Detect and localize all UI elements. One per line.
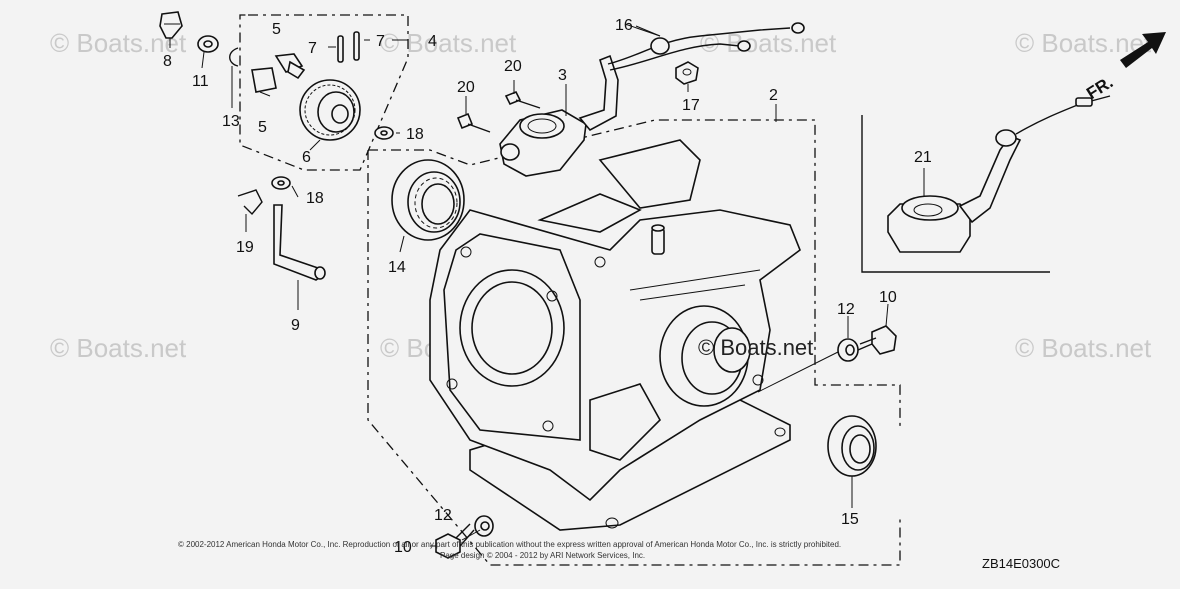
part-8-cap [159,11,183,48]
part-10-bolt-right [857,325,897,355]
part-11-washer [197,35,219,69]
part-9-breather-tube [273,204,326,310]
callout-10: 10 [394,539,412,556]
watermark: © Boats.net [700,28,837,58]
watermark: © Boats.net [380,28,517,58]
part-16-wires [607,22,805,71]
callout-20: 20 [504,58,522,75]
callout-numbers: 8 11 13 5 5 6 7 7 4 18 18 19 9 14 16 20 … [163,17,932,556]
callout-16: 16 [615,17,633,34]
part-15-oil-seal [827,415,877,508]
callout-19: 19 [236,239,254,256]
callout-21: 21 [914,149,932,166]
part-21-oil-level-sensor [887,95,1111,253]
watermark: © Boats.net [1015,333,1152,363]
part-5-weights [251,53,306,97]
callout-10: 10 [879,289,897,306]
watermark: © Boats.net [50,333,187,363]
part-14-bearing [391,159,465,253]
governor-group-outline [239,14,409,171]
callout-6: 6 [302,149,311,166]
part-2-crankcase [429,112,801,531]
callout-7: 7 [308,40,317,57]
part-17-nut [675,61,699,85]
part-10-bolt-bottom [435,523,475,559]
callout-12: 12 [434,507,452,524]
callout-2: 2 [769,87,778,104]
callout-8: 8 [163,53,172,70]
diagram-code: ZB14E0300C [982,556,1060,571]
callout-18: 18 [406,126,424,143]
part-20-bolts [456,90,541,133]
part-12-washer-right [837,338,859,362]
center-watermark: © Boats.net [698,335,813,360]
callout-9: 9 [291,317,300,334]
callout-11: 11 [192,73,209,90]
callout-17: 17 [682,97,700,114]
watermark: © Boats.net [1015,28,1152,58]
copyright-line-1: © 2002-2012 American Honda Motor Co., In… [178,540,841,549]
callout-15: 15 [841,511,859,528]
part-13-clip [229,47,239,108]
part-18-washers [271,126,394,190]
part-12-washer-bottom [474,515,494,537]
part-19-clip [237,189,263,232]
callout-13: 13 [222,113,240,130]
callout-7: 7 [376,33,385,50]
group-outlines [239,14,1050,566]
callout-5: 5 [258,119,267,136]
callout-18: 18 [306,190,324,207]
callout-3: 3 [558,67,567,84]
inset-border [861,115,1050,273]
callout-4: 4 [428,33,437,50]
part-7-pins [337,31,360,63]
callout-20: 20 [457,79,475,96]
callout-12: 12 [837,301,855,318]
part-6-governor-gear [299,79,361,151]
copyright-line-2: Page design © 2004 - 2012 by ARI Network… [440,551,645,560]
callout-14: 14 [388,259,406,276]
leader-lines [291,23,889,547]
part-3-oil-sensor-housing [499,54,619,177]
crankcase-group-outline-right [368,119,901,430]
callout-5: 5 [272,21,281,38]
